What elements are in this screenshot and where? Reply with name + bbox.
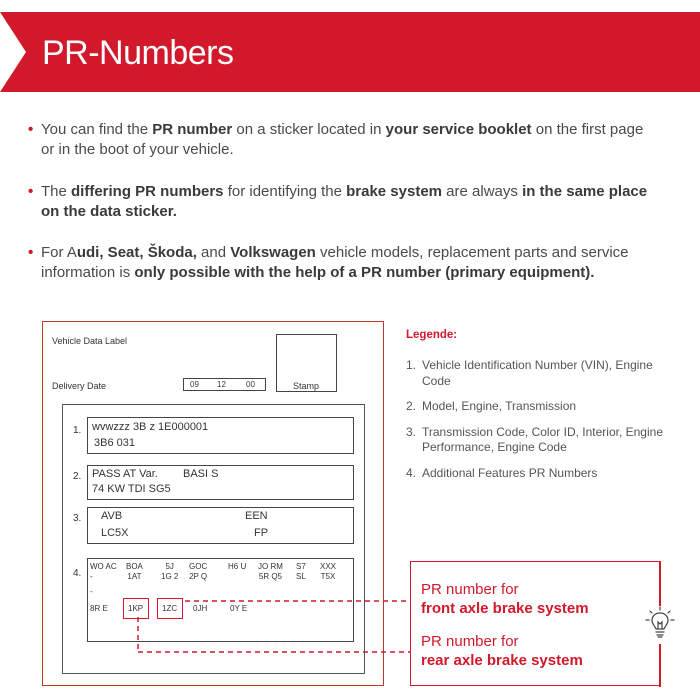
pr-code: WO AC - bbox=[90, 562, 117, 581]
engine-code-value: 3B6 031 bbox=[94, 437, 135, 449]
pr-code: 0JH bbox=[193, 604, 208, 613]
legend-item: 4. Additional Features PR Numbers bbox=[406, 466, 676, 482]
front-axle-highlight bbox=[123, 598, 149, 619]
bullet-dot: • bbox=[28, 244, 34, 261]
pr-dash: - bbox=[90, 587, 93, 596]
pr-numbers-row-box: WO AC - BOA 1AT 5J 1G 2 GOC 2P Q H6 U JO RM 5… bbox=[87, 558, 354, 642]
legend-text: Vehicle Identification Number (VIN), Eng… bbox=[422, 358, 653, 388]
sticker-data-area: 1. wvwzzz 3B z 1E000001 3B6 031 2. PASS … bbox=[62, 404, 365, 674]
header-chevron bbox=[0, 12, 26, 92]
bullet-segment: on the first page or in the boot of your… bbox=[41, 121, 644, 158]
row-number: 3. bbox=[73, 513, 82, 524]
transmission-code-value: AVB bbox=[101, 510, 123, 522]
date-year: 00 bbox=[246, 380, 255, 389]
legend-text: Additional Features PR Numbers bbox=[422, 465, 598, 480]
delivery-date-label: Delivery Date bbox=[52, 381, 107, 391]
codes-row-box: AVB EEN LC5X FP bbox=[87, 507, 354, 544]
bullet-text: For Audi, Seat, Škoda, and Volkswagen ve… bbox=[41, 244, 629, 281]
vin-row-box: wvwzzz 3B z 1E000001 3B6 031 bbox=[87, 417, 354, 454]
vin-value: wvwzzz 3B z 1E000001 bbox=[92, 421, 209, 433]
rear-axle-highlight bbox=[157, 598, 183, 619]
pr-code: S7 SL bbox=[296, 562, 306, 581]
legend-text: Model, Engine, Transmission bbox=[422, 399, 577, 413]
pr-code: GOC 2P Q bbox=[189, 562, 208, 581]
callout-side-line-top bbox=[659, 561, 661, 607]
legend-item: 3. Transmission Code, Color ID, Interior,… bbox=[406, 425, 676, 456]
vehicle-data-label-card: Vehicle Data Label Stamp Delivery Date 0… bbox=[42, 321, 384, 686]
legend-item: 2. Model, Engine, Transmission bbox=[406, 399, 676, 415]
pr-code: BOA 1AT bbox=[126, 562, 143, 581]
bullet-emphasis: differing PR numbers bbox=[71, 183, 224, 200]
brake-callout-box bbox=[410, 561, 660, 686]
bullet-item: • For Audi, Seat, Škoda, and Volkswagen v… bbox=[28, 243, 658, 282]
model-variant-value: BASI S bbox=[183, 468, 219, 480]
model-row-box: PASS AT Var. BASI S 74 KW TDI SG5 bbox=[87, 465, 354, 500]
stamp-box bbox=[276, 334, 337, 392]
bullet-segment: are always bbox=[442, 183, 523, 200]
bullet-emphasis: udi, Seat, Škoda, bbox=[76, 244, 197, 261]
front-axle-callout-line2: front axle brake system bbox=[421, 600, 589, 617]
front-axle-callout: PR number for front axle brake system bbox=[421, 580, 589, 618]
row-number: 4. bbox=[73, 568, 82, 579]
bullet-item: • The differing PR numbers for identifyin… bbox=[28, 182, 658, 221]
bullet-emphasis: brake system bbox=[346, 183, 443, 200]
legend-number: 3. bbox=[406, 424, 417, 439]
pr-code: 5J 1G 2 bbox=[161, 562, 179, 581]
bullet-emphasis: only possible with the help of a PR numb… bbox=[134, 263, 595, 281]
bullet-segment: vehicle models, replacement parts and se… bbox=[41, 244, 629, 281]
legend-text: Transmission Code, Color ID, Interior, E… bbox=[422, 424, 663, 455]
date-day: 09 bbox=[190, 380, 199, 389]
pr-code-front-axle: 1KP bbox=[128, 604, 144, 613]
bullet-emphasis: PR number bbox=[152, 121, 233, 138]
pr-code: 0Y E bbox=[230, 604, 248, 613]
header-banner: PR-Numbers bbox=[0, 12, 700, 92]
bullet-dot: • bbox=[28, 183, 34, 200]
pr-code: XXX T5X bbox=[320, 562, 337, 581]
delivery-date-box: 09 12 00 bbox=[183, 378, 266, 391]
front-axle-callout-line1: PR number for bbox=[421, 581, 519, 598]
callout-side-line-bottom bbox=[659, 644, 661, 687]
bullet-emphasis: your service booklet bbox=[385, 121, 532, 138]
pr-code: JO RM 5R Q5 bbox=[258, 562, 283, 581]
pr-code: 8R E bbox=[90, 604, 108, 613]
bullet-segment: The bbox=[41, 183, 72, 200]
legend-number: 1. bbox=[406, 358, 417, 372]
bullet-item: • You can find the PR number on a sticker… bbox=[28, 120, 658, 159]
page-title: PR-Numbers bbox=[42, 34, 234, 72]
bullet-segment: and bbox=[196, 244, 231, 261]
rear-axle-callout-line2: rear axle brake system bbox=[421, 652, 583, 669]
legend-number: 4. bbox=[406, 465, 417, 480]
date-month: 12 bbox=[217, 380, 226, 389]
legend-list: 1. Vehicle Identification Number (VIN), E… bbox=[406, 358, 676, 491]
engine-transmission-value: 74 KW TDI SG5 bbox=[92, 483, 171, 495]
color-code-value: EEN bbox=[245, 510, 268, 522]
bullet-segment: You can find the bbox=[41, 121, 153, 138]
interior-code-value: LC5X bbox=[101, 527, 129, 539]
stamp-label: Stamp bbox=[293, 381, 320, 391]
bullet-dot: • bbox=[28, 121, 34, 138]
rear-axle-callout: PR number for rear axle brake system bbox=[421, 632, 583, 670]
pr-code-rear-axle: 1ZC bbox=[162, 604, 178, 613]
row-number: 1. bbox=[73, 425, 82, 436]
bullet-segment: on a sticker located in bbox=[232, 121, 386, 138]
legend-item: 1. Vehicle Identification Number (VIN), E… bbox=[406, 358, 676, 389]
lightbulb-icon bbox=[645, 606, 675, 642]
engine-perf-value: FP bbox=[254, 527, 269, 539]
rear-axle-callout-line1: PR number for bbox=[421, 633, 519, 650]
model-value: PASS AT Var. bbox=[92, 468, 158, 480]
sticker-title: Vehicle Data Label bbox=[52, 336, 128, 346]
info-bullet-list: • You can find the PR number on a sticker… bbox=[28, 120, 658, 305]
legend-title: Legende: bbox=[406, 329, 458, 341]
legend-number: 2. bbox=[406, 399, 417, 413]
bullet-text: You can find the PR number on a sticker … bbox=[41, 121, 643, 158]
bullet-text: The differing PR numbers for identifying… bbox=[41, 183, 647, 220]
bullet-segment: For A bbox=[41, 244, 77, 261]
bullet-emphasis: Volkswagen bbox=[230, 244, 316, 261]
row-number: 2. bbox=[73, 471, 82, 482]
bullet-segment: for identifying the bbox=[223, 183, 347, 200]
pr-code: H6 U bbox=[228, 562, 247, 571]
bullet-emphasis: in the same place on the data sticker. bbox=[41, 183, 648, 220]
